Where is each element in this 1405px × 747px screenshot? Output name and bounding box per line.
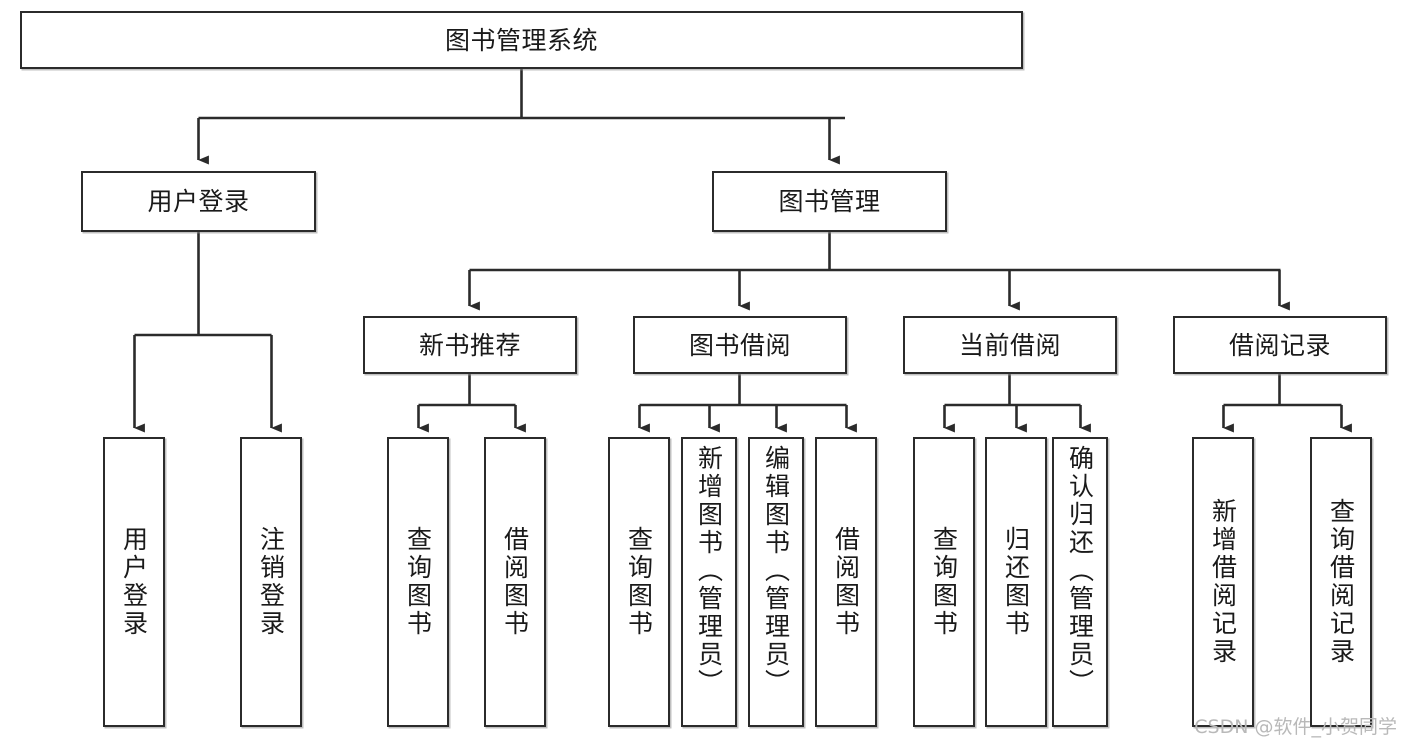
node-leaf-12-label: 新增借阅记录 (1208, 498, 1238, 666)
node-leaf-10[interactable]: 归还图书 (985, 437, 1047, 727)
node-level1-2-label: 图书管理 (778, 187, 881, 216)
node-leaf-10-label: 归还图书 (1001, 526, 1031, 638)
node-leaf-6[interactable]: 新增图书（管理员） (681, 437, 737, 727)
node-leaf-4[interactable]: 借阅图书 (484, 437, 546, 727)
node-leaf-3-label: 查询图书 (403, 526, 433, 638)
node-leaf-9-label: 查询图书 (929, 526, 959, 638)
node-level2-1[interactable]: 新书推荐 (363, 316, 577, 374)
node-leaf-3[interactable]: 查询图书 (387, 437, 449, 727)
node-level2-3[interactable]: 当前借阅 (903, 316, 1117, 374)
node-leaf-4-label: 借阅图书 (500, 526, 530, 638)
node-leaf-2[interactable]: 注销登录 (240, 437, 302, 727)
node-level1-1[interactable]: 用户登录 (81, 171, 316, 232)
node-leaf-7[interactable]: 编辑图书（管理员） (748, 437, 804, 727)
node-leaf-1-label: 用户登录 (119, 526, 149, 638)
node-leaf-1[interactable]: 用户登录 (103, 437, 165, 727)
node-level2-2-label: 图书借阅 (688, 330, 791, 360)
node-leaf-11-label: 确认归还（管理员） (1065, 445, 1095, 697)
node-level2-3-label: 当前借阅 (958, 330, 1061, 360)
node-leaf-8[interactable]: 借阅图书 (815, 437, 877, 727)
node-leaf-8-label: 借阅图书 (831, 526, 861, 638)
node-level2-4-label: 借阅记录 (1228, 330, 1331, 360)
node-root-system[interactable]: 图书管理系统 (20, 11, 1023, 69)
node-leaf-11[interactable]: 确认归还（管理员） (1052, 437, 1108, 727)
watermark-credit: CSDN @软件_小贺同学 (1194, 716, 1397, 738)
node-leaf-9[interactable]: 查询图书 (913, 437, 975, 727)
node-leaf-12[interactable]: 新增借阅记录 (1192, 437, 1254, 727)
node-level1-2[interactable]: 图书管理 (712, 171, 947, 232)
node-leaf-13-label: 查询借阅记录 (1326, 498, 1356, 666)
node-level2-1-label: 新书推荐 (418, 330, 521, 360)
node-level2-2[interactable]: 图书借阅 (633, 316, 847, 374)
node-level2-4[interactable]: 借阅记录 (1173, 316, 1387, 374)
node-level1-1-label: 用户登录 (147, 187, 250, 216)
node-leaf-6-label: 新增图书（管理员） (694, 445, 724, 697)
node-leaf-7-label: 编辑图书（管理员） (761, 445, 791, 697)
node-leaf-2-label: 注销登录 (256, 526, 286, 638)
node-leaf-5-label: 查询图书 (624, 526, 654, 638)
node-root-system-label: 图书管理系统 (444, 25, 598, 55)
node-leaf-13[interactable]: 查询借阅记录 (1310, 437, 1372, 727)
node-leaf-5[interactable]: 查询图书 (608, 437, 670, 727)
